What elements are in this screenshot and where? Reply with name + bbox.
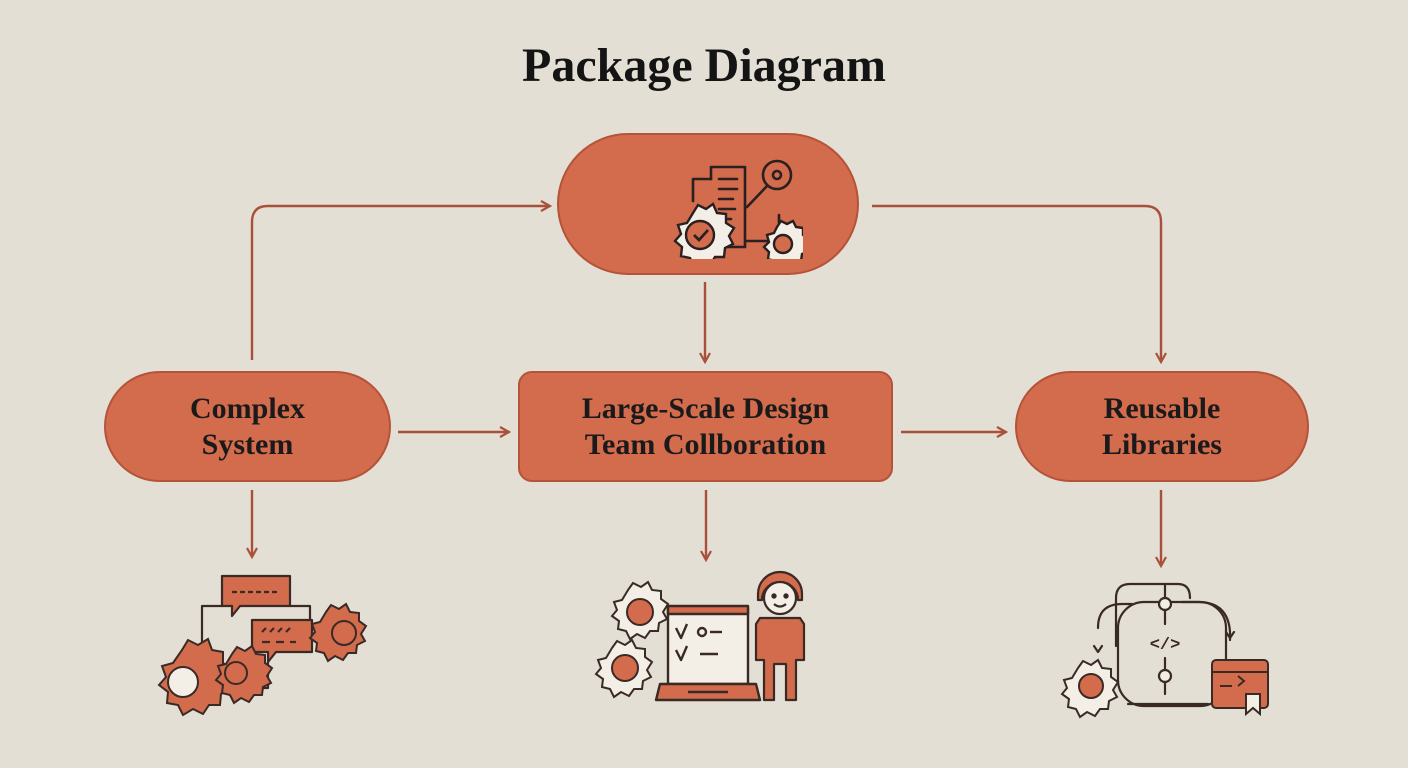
node-large-scale-design: Large-Scale Design Team Collboration (518, 371, 893, 482)
node-reusable-label: Reusable Libraries (1102, 391, 1222, 463)
document-gears-icon (673, 159, 803, 259)
node-large-line2: Team Collboration (584, 427, 827, 461)
node-top (557, 133, 859, 275)
gears-chat-icon (157, 574, 368, 717)
arrow-top-to-right (872, 204, 1161, 362)
node-reusable-line2: Libraries (1102, 427, 1222, 461)
svg-text:</>: </> (1150, 636, 1181, 655)
diagram-title: Package Diagram (522, 39, 886, 92)
node-large-label: Large-Scale Design Team Collboration (582, 391, 829, 463)
team-laptop-icon (594, 570, 806, 702)
node-large-line1: Large-Scale Design (581, 391, 830, 425)
arrow-to-top-from-left (250, 206, 550, 360)
node-complex-label: Complex System (190, 391, 305, 463)
node-complex-line2: System (201, 427, 294, 461)
node-complex-system: Complex System (104, 371, 391, 482)
node-complex-line1: Complex (190, 391, 305, 425)
node-reusable-line1: Reusable (1103, 391, 1221, 425)
code-library-icon: </> (1060, 582, 1269, 719)
node-reusable-libraries: Reusable Libraries (1015, 371, 1309, 482)
